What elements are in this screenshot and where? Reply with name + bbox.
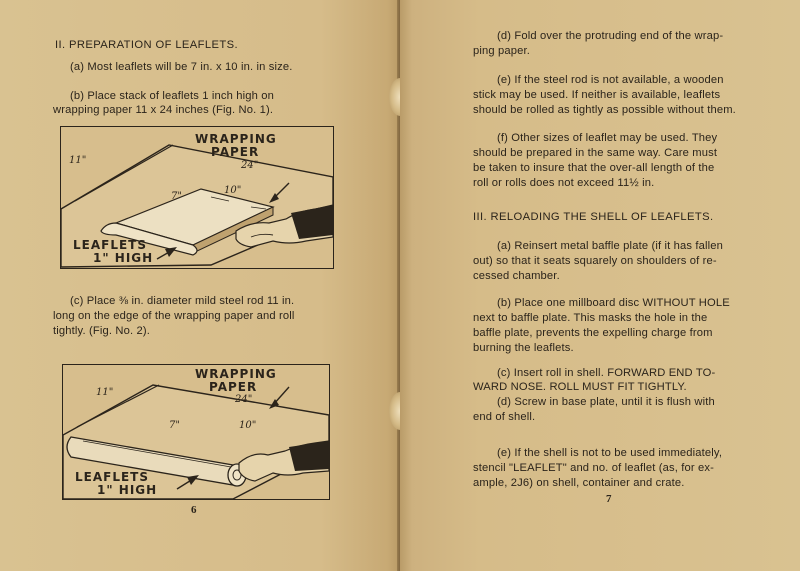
page-number-right: 7 bbox=[606, 493, 612, 505]
paragraph-e-line-2: stick may be used. If neither is availab… bbox=[473, 89, 721, 101]
paragraph-f-line-3: be taken to insure that the over-all len… bbox=[473, 162, 715, 174]
reload-c-line-1: (c) Insert roll in shell. FORWARD END TO… bbox=[497, 367, 716, 379]
figure-2: WRAPPING PAPER 24" 11" 7" 10" LEAFLETS 1… bbox=[62, 364, 330, 500]
dimension-11: 11" bbox=[69, 155, 87, 166]
paragraph-f-line-1: (f) Other sizes of leaflet may be used. … bbox=[497, 132, 718, 144]
reload-e-line-1: (e) If the shell is not to be used immed… bbox=[497, 447, 723, 459]
paragraph-e-line-1: (e) If the steel rod is not available, a… bbox=[497, 74, 724, 86]
paragraph-c-line-2: long on the edge of the wrapping paper a… bbox=[53, 310, 295, 322]
label-leaflets-2: LEAFLETS bbox=[75, 470, 149, 484]
section-heading-reloading: III. RELOADING THE SHELL OF LEAFLETS. bbox=[473, 211, 714, 223]
right-page: (d) Fold over the protruding end of the … bbox=[400, 0, 800, 571]
wrapping-paper-illustration bbox=[61, 144, 333, 268]
left-page: II. PREPARATION OF LEAFLETS. (a) Most le… bbox=[0, 0, 400, 571]
dimension-10: 10" bbox=[224, 185, 242, 196]
reload-b-line-4: burning the leaflets. bbox=[473, 342, 574, 354]
rolled-paper-illustration bbox=[63, 384, 329, 499]
paragraph-f-line-2: should be prepared in the same way. Care… bbox=[473, 147, 718, 159]
paragraph-b-line-2: wrapping paper 11 x 24 inches (Fig. No. … bbox=[53, 104, 274, 116]
dimension-11-2: 11" bbox=[96, 387, 114, 398]
label-wrapping-2: WRAPPING bbox=[195, 367, 277, 381]
paragraph-b-line-1: (b) Place stack of leaflets 1 inch high … bbox=[70, 90, 275, 102]
dimension-7: 7" bbox=[171, 191, 182, 202]
reload-a-line-2: out) so that it seats squarely on should… bbox=[473, 255, 717, 267]
figure-1: WRAPPING PAPER 24" 11" 7" 10" LEAFLETS 1… bbox=[60, 126, 334, 269]
reload-b-line-1: (b) Place one millboard disc WITHOUT HOL… bbox=[497, 297, 730, 309]
reload-a-line-1: (a) Reinsert metal baffle plate (if it h… bbox=[497, 240, 724, 252]
reload-d-line-1: (d) Screw in base plate, until it is flu… bbox=[497, 396, 715, 408]
dimension-7-2: 7" bbox=[169, 420, 180, 431]
label-1-inch-high: 1" HIGH bbox=[93, 251, 154, 265]
paragraph-c-line-1: (c) Place ⅜ in. diameter mild steel rod … bbox=[70, 295, 295, 307]
dimension-24-2: 24" bbox=[235, 394, 253, 405]
paragraph-a: (a) Most leaflets will be 7 in. x 10 in.… bbox=[70, 61, 293, 73]
paragraph-d-line-1: (d) Fold over the protruding end of the … bbox=[497, 30, 724, 42]
paragraph-d-line-2: ping paper. bbox=[473, 45, 531, 57]
page-number-left: 6 bbox=[191, 504, 197, 516]
section-heading-preparation: II. PREPARATION OF LEAFLETS. bbox=[55, 39, 238, 51]
dimension-24: 24" bbox=[241, 160, 259, 171]
dimension-10-2: 10" bbox=[239, 420, 257, 431]
reload-e-line-2: stencil "LEAFLET" and no. of leaflet (as… bbox=[473, 462, 715, 474]
reload-c-line-2: WARD NOSE. ROLL MUST FIT TIGHTLY. bbox=[473, 381, 687, 393]
reload-e-line-3: ample, 2J6) on shell, container and crat… bbox=[473, 477, 685, 489]
reload-b-line-2: next to baffle plate. This masks the hol… bbox=[473, 312, 708, 324]
label-leaflets: LEAFLETS bbox=[73, 238, 147, 252]
paragraph-c-line-3: tightly. (Fig. No. 2). bbox=[53, 325, 150, 337]
hand-illustration bbox=[235, 204, 333, 248]
reload-d-line-2: end of shell. bbox=[473, 411, 536, 423]
label-paper: PAPER bbox=[211, 145, 260, 159]
paragraph-e-line-3: should be rolled as tightly as possible … bbox=[473, 104, 736, 116]
reload-b-line-3: baffle plate, prevents the expelling cha… bbox=[473, 327, 713, 339]
paragraph-f-line-4: roll or rolls does not exceed 11½ in. bbox=[473, 177, 655, 189]
label-1-inch-high-2: 1" HIGH bbox=[97, 483, 158, 497]
label-wrapping: WRAPPING bbox=[195, 132, 277, 146]
reload-a-line-3: cessed chamber. bbox=[473, 270, 560, 282]
label-paper-2: PAPER bbox=[209, 380, 258, 394]
